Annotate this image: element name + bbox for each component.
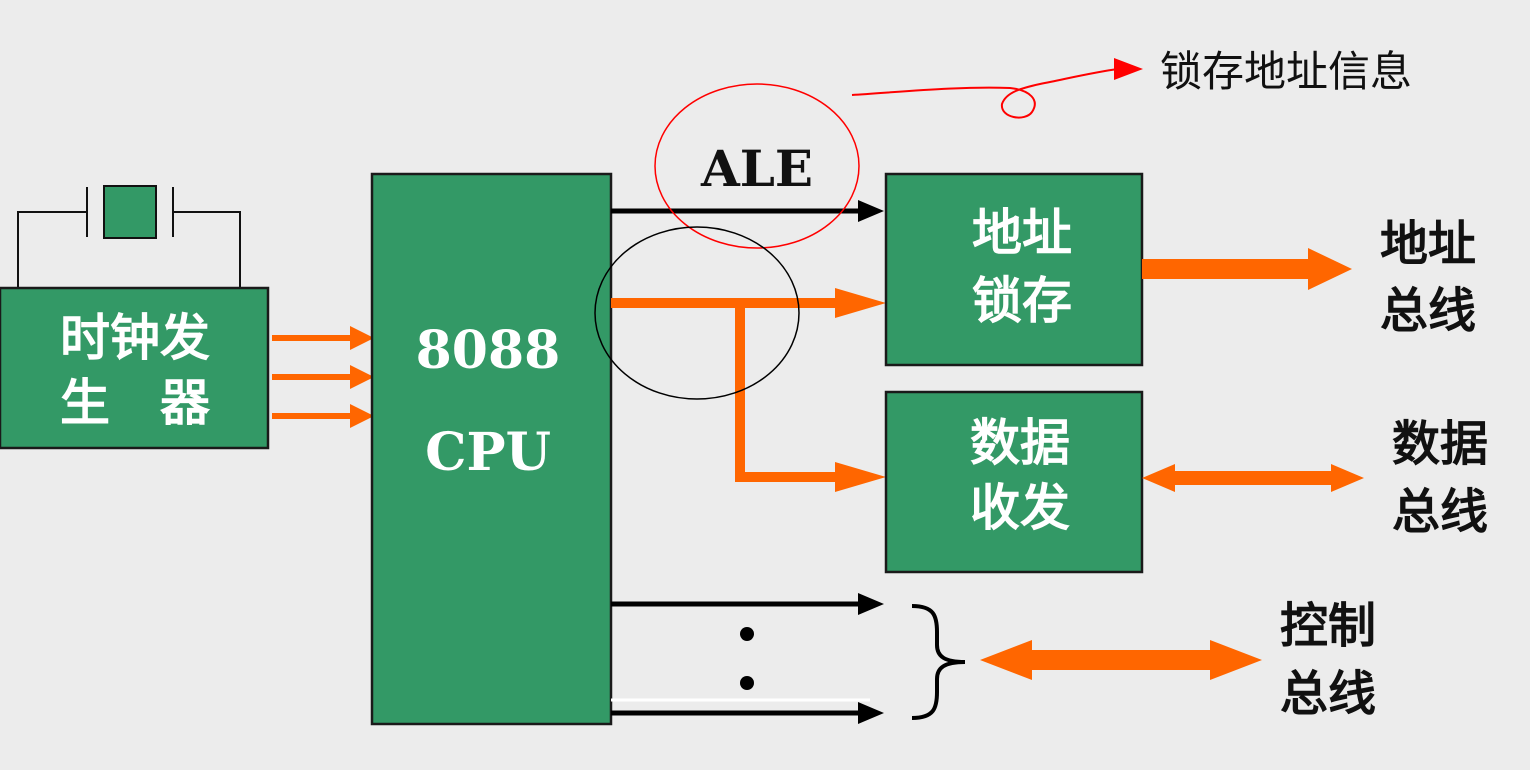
cpu-label-line2: CPU: [425, 422, 551, 483]
clock-to-cpu-arrows: [272, 326, 374, 428]
annotation-pointer-arrow: [851, 58, 1143, 119]
data-transceiver-label-line1: 数据: [970, 413, 1070, 472]
clock-generator-label-line1: 时钟发: [60, 308, 210, 367]
data-bus-label-line1: 数据: [1392, 416, 1488, 472]
annotation-note: 锁存地址信息: [1160, 47, 1412, 96]
data-bus-label-line2: 总线: [1392, 484, 1488, 540]
control-signal-arrows: [611, 593, 884, 724]
control-bus-label-line1: 控制: [1280, 598, 1376, 654]
clock-arrow-3: [272, 404, 374, 428]
control-bus-arrow: [980, 640, 1262, 680]
crystal-oscillator-icon: [17, 185, 241, 287]
curly-brace-icon: [911, 604, 966, 720]
clock-arrow-1: [272, 326, 374, 350]
address-latch-label-line2: 锁存: [972, 271, 1072, 330]
clock-arrow-2: [272, 365, 374, 389]
clock-generator-label-line2: 生 器: [60, 373, 211, 432]
data-bus-arrow: [1142, 464, 1364, 492]
bus-highlight-circle: [594, 226, 800, 400]
ellipsis-dot-2: [740, 676, 754, 690]
ellipsis-dot-1: [740, 627, 754, 641]
multiplexed-bus-arrows: [611, 288, 886, 492]
cpu-block: 8088 CPU: [370, 172, 613, 726]
ale-signal-arrow: [611, 200, 884, 222]
ale-label: ALE: [700, 139, 813, 198]
address-bus-label-line1: 地址: [1380, 216, 1476, 272]
cpu-label-line1: 8088: [416, 320, 561, 381]
address-latch-label-line1: 地址: [972, 203, 1072, 262]
address-latch-block: 地址 锁存: [884, 172, 1144, 367]
data-transceiver-label-line2: 收发: [970, 478, 1070, 537]
data-transceiver-block: 数据 收发: [884, 390, 1144, 574]
address-bus-label-line2: 总线: [1380, 283, 1476, 339]
clock-generator-block: 时钟发 生 器: [0, 286, 270, 450]
address-bus-arrow: [1142, 248, 1352, 290]
ale-highlight-circle: [654, 83, 860, 249]
control-bus-label-line2: 总线: [1280, 666, 1376, 722]
